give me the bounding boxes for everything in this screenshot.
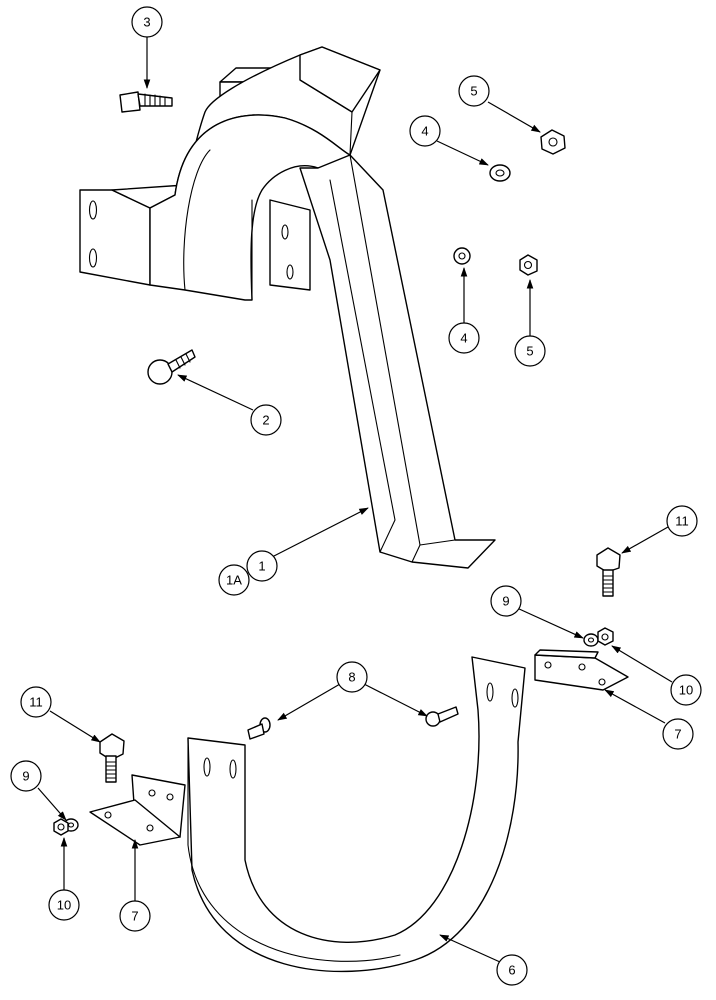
hex-nut-left [53, 818, 69, 836]
callout-11-right: 11 [666, 505, 698, 537]
callout-9-right: 9 [490, 585, 522, 617]
hex-bolt-left [99, 733, 125, 783]
callout-1a: 1A [218, 564, 250, 596]
callout-label: 2 [262, 413, 269, 428]
callout-4-top: 4 [409, 115, 441, 147]
main-support-bracket [79, 46, 496, 569]
carriage-bolt [147, 349, 196, 385]
leader-11a [621, 526, 669, 554]
leader-1 [271, 507, 369, 558]
leader-8b [363, 683, 428, 717]
callout-label: 11 [675, 514, 689, 529]
lower-strap [187, 656, 526, 973]
hex-nut-right [597, 627, 614, 646]
lock-washer-mid [453, 247, 471, 265]
callout-label: 9 [502, 594, 509, 609]
callout-7-left: 7 [119, 900, 151, 932]
callout-label: 10 [679, 683, 693, 698]
leader-4a [436, 140, 489, 166]
callout-label: 1A [226, 573, 242, 588]
callout-10-right: 10 [670, 674, 702, 706]
callout-label: 4 [460, 331, 467, 346]
callout-11-left: 11 [20, 686, 52, 718]
leader-9b [37, 787, 67, 821]
leader-8a [277, 683, 341, 721]
callout-label: 1 [258, 559, 265, 574]
leader-10a [611, 645, 673, 683]
angle-bracket-right [534, 649, 629, 691]
callout-label: 7 [674, 727, 681, 742]
callout-10-left: 10 [48, 889, 80, 921]
hex-bolt-right [596, 547, 621, 597]
callout-label: 3 [143, 15, 150, 30]
callout-3: 3 [131, 6, 163, 38]
lock-washer-right [583, 633, 599, 647]
callout-label: 6 [508, 963, 515, 978]
callout-5-mid: 5 [514, 335, 546, 367]
angle-bracket-left [89, 774, 186, 846]
callout-label: 5 [470, 84, 477, 99]
hex-nut-top [540, 129, 566, 155]
callout-7-right: 7 [662, 718, 694, 750]
leader-7a [604, 689, 666, 724]
carriage-bolt-small-left [247, 717, 271, 740]
callout-8: 8 [336, 661, 368, 693]
leader-9a [516, 607, 584, 639]
leader-6 [439, 934, 501, 963]
callout-label: 8 [348, 670, 355, 685]
callout-4-mid: 4 [448, 322, 480, 354]
callout-1: 1 [246, 550, 278, 582]
carriage-bolt-small-right [425, 706, 459, 727]
leader-11b [49, 710, 101, 743]
callout-2: 2 [250, 404, 282, 436]
callout-label: 4 [421, 124, 428, 139]
callout-label: 7 [131, 909, 138, 924]
lock-washer-top [489, 164, 511, 182]
callout-label: 9 [22, 769, 29, 784]
callout-9-left: 9 [10, 760, 42, 792]
leader-lines [37, 37, 673, 963]
flange-bolt [119, 91, 173, 113]
callout-5-top: 5 [458, 75, 490, 107]
callout-6: 6 [496, 954, 528, 986]
leader-5a [487, 101, 541, 133]
hex-nut-mid [519, 254, 538, 276]
callout-label: 10 [57, 898, 71, 913]
callout-label: 5 [526, 344, 533, 359]
callout-label: 11 [29, 695, 43, 710]
leader-2 [177, 374, 254, 411]
